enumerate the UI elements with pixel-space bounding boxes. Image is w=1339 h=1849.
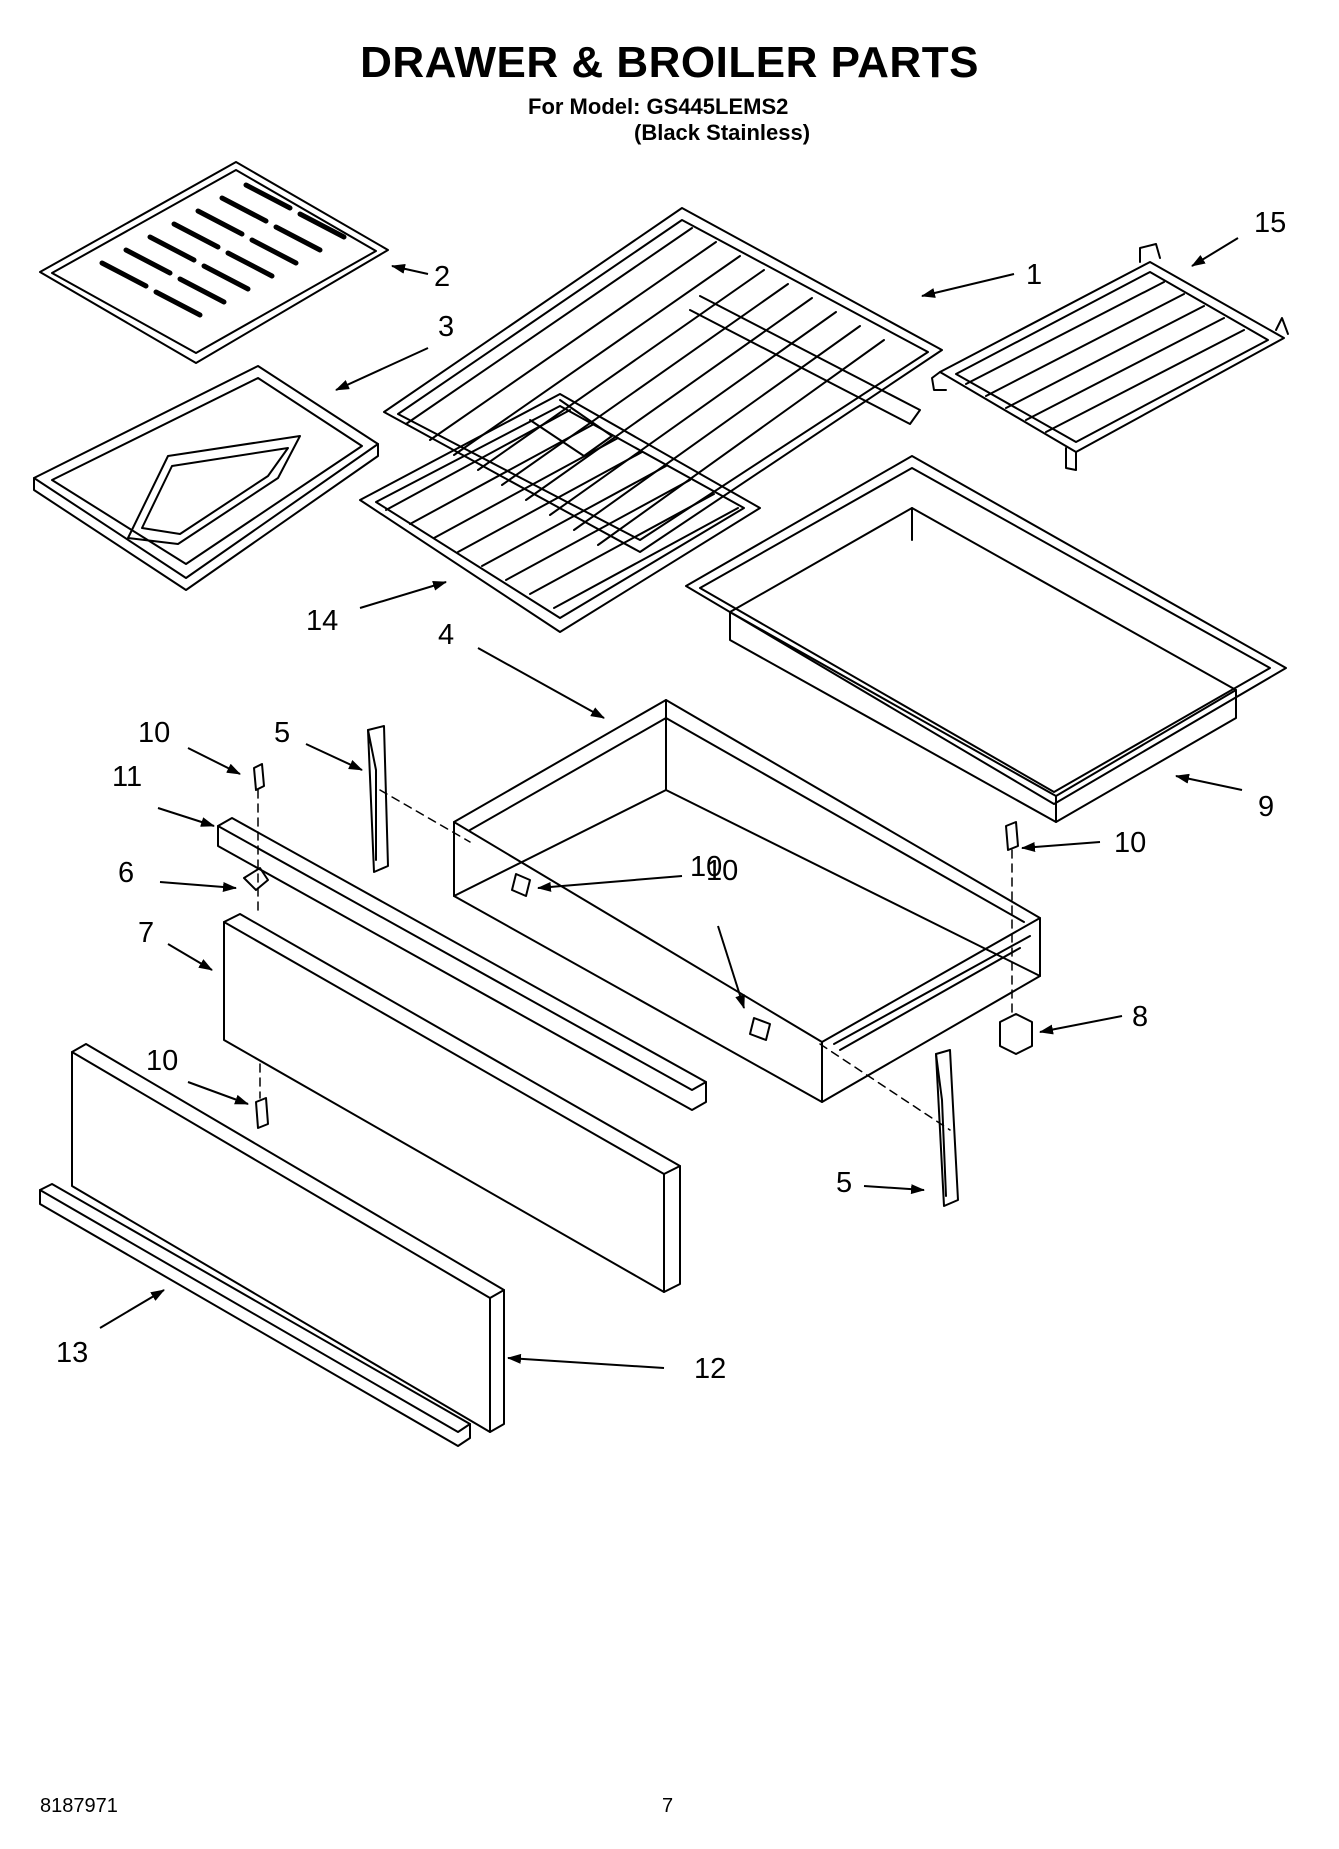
drawer-front-panel xyxy=(223,913,681,1293)
oven-rack-large xyxy=(383,207,943,553)
callout-2: 2 xyxy=(434,261,450,293)
callout-6: 6 xyxy=(118,857,134,889)
callout-10-top-left: 10 xyxy=(138,717,170,749)
model-line: For Model: GS445LEMS2 xyxy=(528,94,789,119)
variant-line: (Black Stainless) xyxy=(634,120,811,145)
callout-10-right: 10 xyxy=(1114,827,1146,859)
callout-7: 7 xyxy=(138,917,154,949)
screw-right xyxy=(1005,821,1019,851)
small-rack xyxy=(931,243,1289,471)
oven-rack-lower xyxy=(359,393,761,633)
page-title: DRAWER & BROILER PARTS xyxy=(360,38,979,87)
broiler-pan-grid xyxy=(39,161,389,364)
drawer-glide-right xyxy=(935,1049,959,1207)
drawer-body xyxy=(453,699,1041,1103)
callout-13: 13 xyxy=(56,1337,88,1369)
document-number: 8187971 xyxy=(40,1795,118,1817)
callout-5-left: 5 xyxy=(274,717,290,749)
callout-10-drawer-right: 10 xyxy=(706,855,738,887)
screw-front-panel xyxy=(255,1097,269,1129)
drawer-front-trim xyxy=(217,817,707,1111)
callout-8: 8 xyxy=(1132,1001,1148,1033)
clip xyxy=(243,867,269,891)
callout-14: 14 xyxy=(306,605,338,637)
callout-4: 4 xyxy=(438,619,454,651)
callout-10-front-panel: 10 xyxy=(146,1045,178,1077)
screw-drawer-left xyxy=(511,873,531,897)
bracket xyxy=(999,1013,1033,1055)
callout-3: 3 xyxy=(438,311,454,343)
callout-10-drawer-left: 10 xyxy=(690,851,722,883)
callout-9: 9 xyxy=(1258,791,1274,823)
drawer-glide-left xyxy=(367,725,389,873)
callout-15: 15 xyxy=(1254,207,1286,239)
kick-trim xyxy=(39,1183,471,1447)
callout-1: 1 xyxy=(1026,259,1042,291)
callout-5-right: 5 xyxy=(836,1167,852,1199)
outer-front-panel xyxy=(71,1043,505,1433)
screw-drawer-right xyxy=(749,1017,771,1041)
page-number: 7 xyxy=(662,1795,674,1817)
callout-11: 11 xyxy=(112,761,142,793)
screw-top-left xyxy=(253,763,265,791)
drawer-liner xyxy=(685,455,1287,823)
callout-12: 12 xyxy=(694,1353,726,1385)
broiler-pan xyxy=(33,365,379,591)
